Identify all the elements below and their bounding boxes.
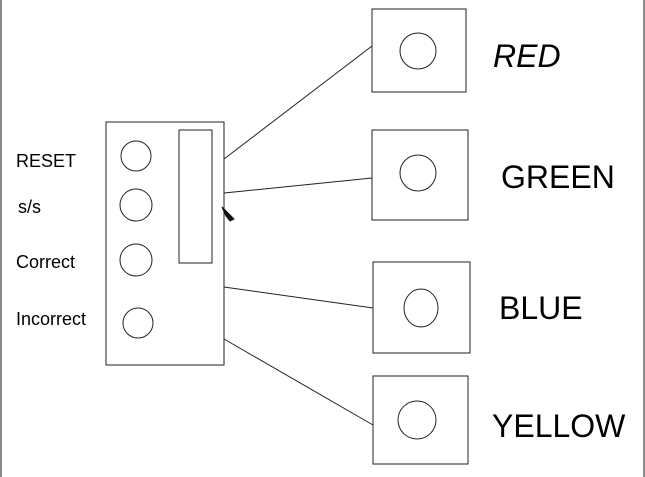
blue-box	[372, 261, 471, 354]
blue-label: BLUE	[499, 290, 583, 326]
wire-blue	[223, 286, 374, 309]
red-box	[371, 8, 467, 93]
yellow-label: YELLOW	[492, 408, 626, 444]
red-label: RED	[493, 38, 561, 74]
yellow-box	[372, 375, 469, 465]
correct-label: Correct	[16, 252, 76, 272]
incorrect-label: Incorrect	[16, 309, 87, 329]
green-button-circle	[399, 154, 437, 192]
cursor-icon	[221, 206, 235, 222]
ss-label: s/s	[18, 197, 42, 217]
red-button-circle	[399, 32, 437, 70]
green-box	[371, 129, 469, 221]
wire-yellow	[223, 338, 374, 426]
wire-red	[223, 45, 373, 160]
blue-button-circle	[403, 288, 439, 328]
incorrect-button-circle	[122, 307, 154, 339]
controller-box	[105, 121, 225, 366]
ss-button-circle	[119, 188, 153, 222]
correct-button-circle	[119, 243, 153, 277]
reset-button-circle	[120, 140, 152, 172]
display-slot	[178, 129, 213, 264]
reset-label: RESET	[16, 151, 77, 171]
wire-green	[223, 177, 373, 194]
green-label: GREEN	[501, 159, 615, 195]
yellow-button-circle	[397, 400, 437, 440]
